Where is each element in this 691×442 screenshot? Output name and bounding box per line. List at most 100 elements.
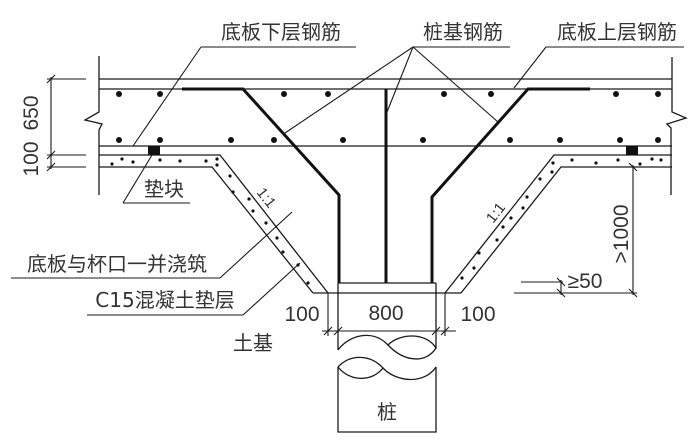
aggregate-dot xyxy=(231,190,235,194)
aggregate-dot xyxy=(251,209,255,213)
rebar-dot xyxy=(157,137,163,143)
cushion-layer xyxy=(99,154,672,294)
spacer-block-right xyxy=(626,146,638,155)
dimension-tick xyxy=(323,326,333,336)
rebar-dot xyxy=(271,137,277,143)
callout-cushion: C15混凝土垫层 xyxy=(87,262,301,316)
rebar-dot xyxy=(116,91,122,97)
aggregate-dot xyxy=(509,216,513,220)
cushion-top-left xyxy=(99,154,329,294)
rebar-dot xyxy=(325,91,331,97)
slab-thickness-dimension: 650 100 xyxy=(20,74,86,177)
dim-1000-label: >1000 xyxy=(610,205,633,264)
dimension-tick xyxy=(628,288,638,298)
dimension-tick xyxy=(556,277,566,287)
pile-lower-outline xyxy=(337,367,437,433)
cushion-top-right xyxy=(444,154,672,294)
label-bottom-rebar: 底板下层钢筋 xyxy=(221,20,341,44)
dimension-tick xyxy=(46,74,56,84)
rebar-dot xyxy=(655,91,661,97)
dimension-tick xyxy=(431,326,441,336)
label-pile: 桩 xyxy=(377,400,397,424)
label-cast-together: 底板与杯口一并浇筑 xyxy=(27,252,207,276)
leader-line xyxy=(412,46,499,123)
rebar-dot xyxy=(228,137,234,143)
label-spacer-block: 垫块 xyxy=(144,177,184,201)
aggregate-dot xyxy=(659,158,663,162)
aggregate-dot xyxy=(275,236,279,240)
rebar-dot xyxy=(488,91,494,97)
cushion-aggregate-dots xyxy=(110,157,663,285)
aggregate-dot xyxy=(247,197,251,201)
cushion-bottom-left xyxy=(99,166,314,294)
aggregate-dot xyxy=(306,281,310,285)
aggregate-dot xyxy=(131,160,135,164)
pile-break-wave-lower-arc xyxy=(337,366,384,380)
aggregate-dot xyxy=(158,158,162,162)
spacer-block-left xyxy=(148,146,160,155)
pile-break-wave-upper xyxy=(337,334,437,360)
aggregate-dot xyxy=(460,276,464,280)
slope-right-label: 1:1 xyxy=(483,200,509,227)
cushion-bottom-right xyxy=(460,166,672,294)
slope-left-label: 1:1 xyxy=(253,185,279,212)
rebar-dot xyxy=(340,137,346,143)
pile-break-wave-lower xyxy=(337,356,437,381)
aggregate-dot xyxy=(570,158,574,162)
pile-rebar-right xyxy=(430,87,590,283)
dim-800-label: 800 xyxy=(368,302,403,325)
label-subgrade: 土基 xyxy=(233,331,273,355)
cup-width-dimension: 100 800 100 xyxy=(284,293,496,336)
callout-top-rebar: 底板上层钢筋 xyxy=(513,20,684,89)
aggregate-dot xyxy=(616,158,620,162)
callout-bottom-rebar: 底板下层钢筋 xyxy=(132,20,356,147)
aggregate-dot xyxy=(204,159,208,163)
aggregate-dot xyxy=(521,206,525,210)
aggregate-dot xyxy=(472,266,476,270)
embed-depth-dimension: ≥50 xyxy=(521,270,603,298)
leader-line xyxy=(284,46,414,134)
aggregate-dot xyxy=(215,157,219,161)
dim-50-label: ≥50 xyxy=(568,270,603,293)
bottom-distribution-bars xyxy=(116,137,661,143)
pile-rebar-left xyxy=(182,87,341,283)
top-distribution-bars xyxy=(116,91,661,97)
cup-depth-dimension: >1000 xyxy=(514,162,638,298)
aggregate-dot xyxy=(551,161,555,165)
aggregate-dot xyxy=(550,170,554,174)
dim-650-label: 650 xyxy=(20,95,43,130)
dim-100-left-label: 100 xyxy=(284,303,319,326)
rebar-dot xyxy=(613,91,619,97)
leader-line xyxy=(122,154,153,204)
label-cushion: C15混凝土垫层 xyxy=(95,288,234,312)
dimension-tick xyxy=(46,162,56,172)
rebar-dot xyxy=(420,137,426,143)
slab-left-break-line xyxy=(83,56,103,195)
label-top-rebar: 底板上层钢筋 xyxy=(557,20,677,44)
rebar-dot xyxy=(441,91,447,97)
dimension-tick xyxy=(333,326,343,336)
leader-line xyxy=(132,46,202,147)
leader-line xyxy=(242,262,301,316)
aggregate-dot xyxy=(110,162,114,166)
pile xyxy=(337,282,437,433)
pile-break-wave-upper-arc xyxy=(387,335,437,349)
dim-100-right-label: 100 xyxy=(460,303,495,326)
dimension-tick xyxy=(556,288,566,298)
rebar-dot xyxy=(157,91,163,97)
rebar-dot xyxy=(557,137,563,143)
rebar-dot xyxy=(507,137,513,143)
aggregate-dot xyxy=(650,157,654,161)
dim-100-cushion-label: 100 xyxy=(20,141,43,176)
leader-line xyxy=(513,46,547,89)
dimension-tick xyxy=(440,326,450,336)
leader-line xyxy=(219,211,293,279)
callout-pile-rebar: 桩基钢筋 xyxy=(284,20,510,134)
slab-right-break-line xyxy=(665,57,688,195)
aggregate-dot xyxy=(264,221,268,225)
aggregate-dot xyxy=(638,162,642,166)
aggregate-dot xyxy=(120,157,124,161)
dimension-tick xyxy=(628,162,638,172)
aggregate-dot xyxy=(281,250,285,254)
callout-spacer-block: 垫块 xyxy=(122,154,190,204)
